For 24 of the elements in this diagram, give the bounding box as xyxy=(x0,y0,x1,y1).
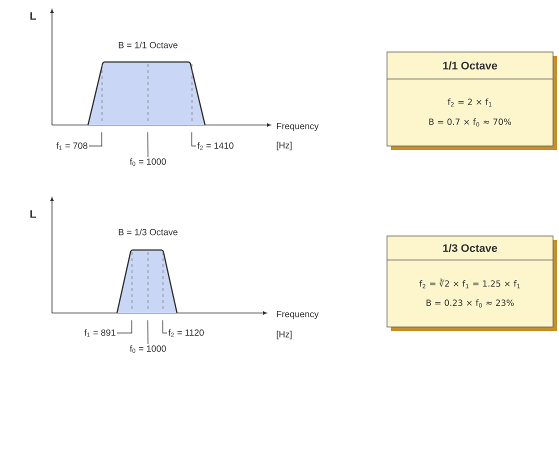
frequency-label: f$_{0}$ = 1000 xyxy=(130,158,166,166)
passband-drawing xyxy=(116,249,178,314)
leader-line xyxy=(147,320,148,344)
passband-drawing xyxy=(87,61,206,126)
bandwidth-label: B = 1/1 Octave xyxy=(118,42,178,48)
frequency-label: f$_{2}$ = 1120 xyxy=(168,329,204,337)
axis-letter: L xyxy=(30,12,36,20)
leader-line xyxy=(88,132,102,146)
axis-label: [Hz] xyxy=(276,142,292,150)
axis-label: Frequency xyxy=(276,122,319,132)
bandwidth-label: B = 1/3 Octave xyxy=(118,228,178,236)
frequency-label: f$_{1}$ = 708 xyxy=(56,142,88,150)
octave-table: 1/1 Octave f$_{2}$ = 2 × f$_{1}$ B = 0.7 × f$_{0}$ ≈ 70% xyxy=(386,52,557,150)
frequency-label: f$_{0}$ = 1000 xyxy=(130,345,166,353)
leader-line xyxy=(116,320,132,334)
leader-line xyxy=(162,320,168,334)
leader-line xyxy=(191,132,196,146)
axis-label: [Hz] xyxy=(276,330,292,340)
frequency-label: f$_{2}$ = 1410 xyxy=(197,142,234,150)
axis-label: Frequency xyxy=(276,310,319,320)
frequency-label: f$_{1}$ = 891 xyxy=(84,329,116,337)
axis-letter: L xyxy=(30,210,36,218)
leader-line xyxy=(147,132,148,158)
octave-table: 1/3 Octave f$_{2}$ = ∛2 × f$_{1}$ = 1.25 × f$_{1}$ B = 0.23 × f$_{0}$ ≈ 23% xyxy=(386,236,557,331)
